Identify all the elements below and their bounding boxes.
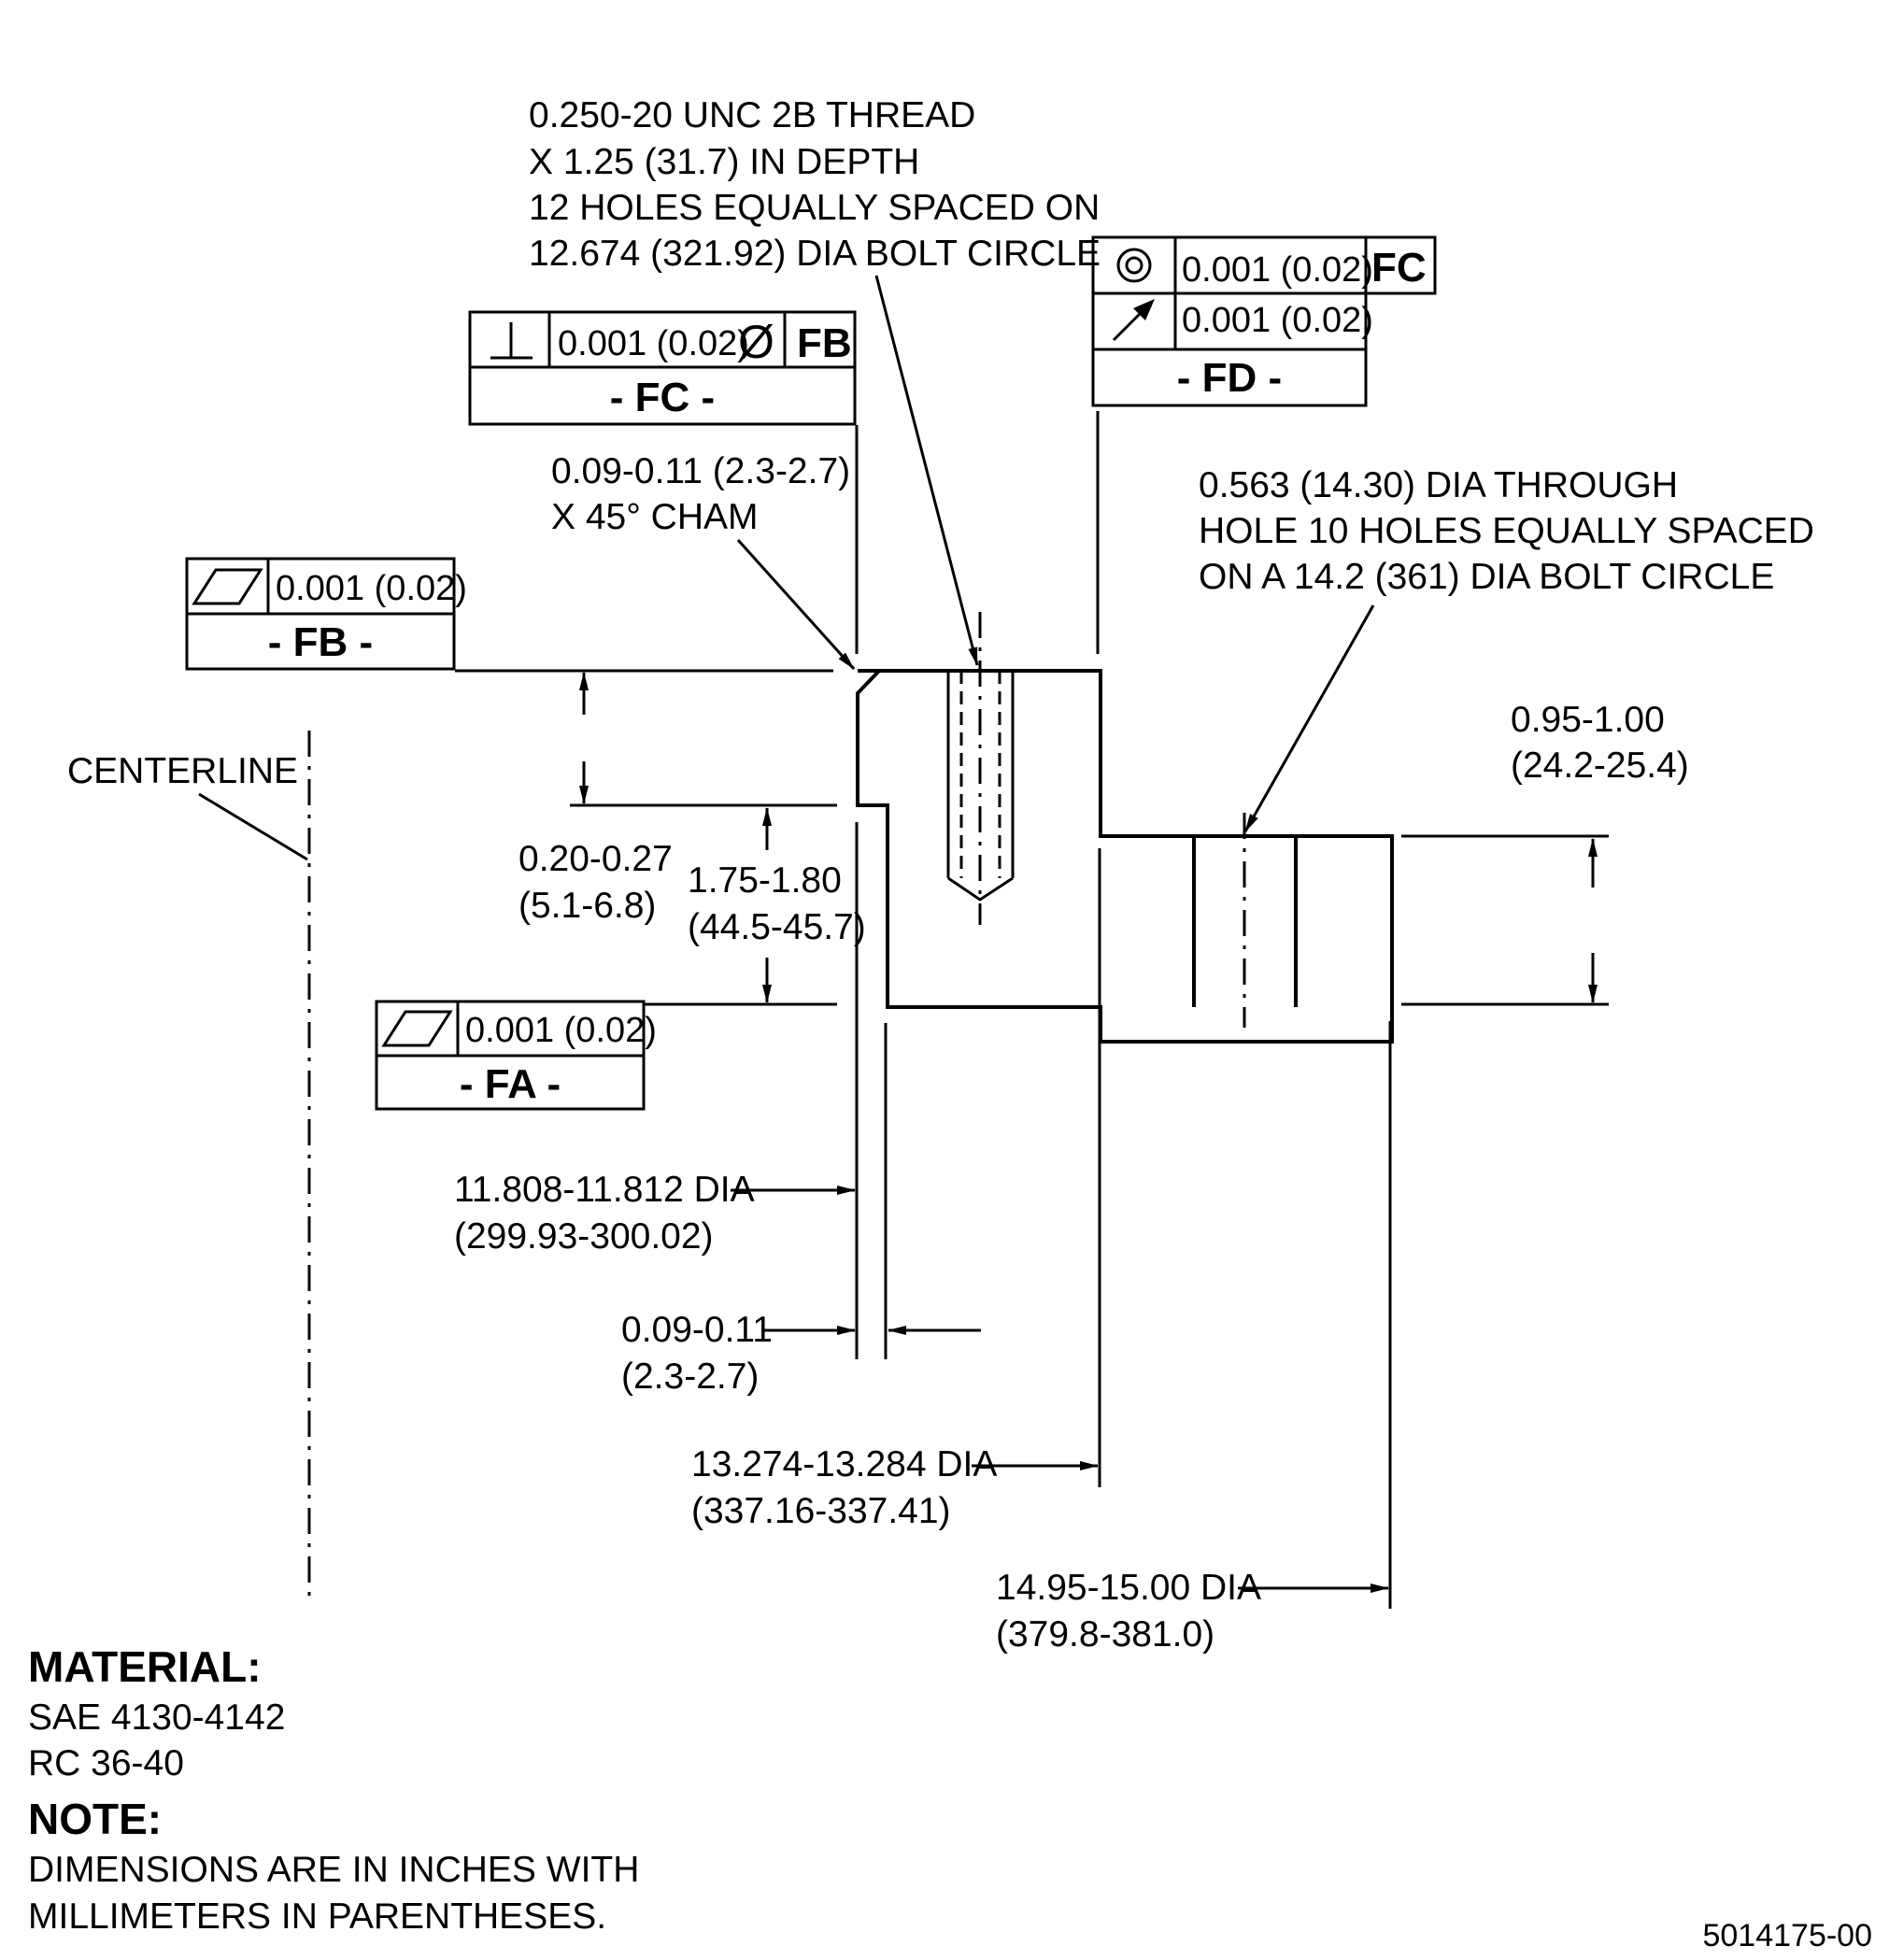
through-hole-callout-line-3: ON A 14.2 (361) DIA BOLT CIRCLE <box>1199 557 1774 597</box>
fcf-fb-tolerance: 0.001 (0.02) <box>276 569 467 608</box>
fcf-fa-tolerance: 0.001 (0.02) <box>465 1011 657 1050</box>
thread-callout-line-3: 12 HOLES EQUALLY SPACED ON <box>529 188 1100 228</box>
fcf-fc-datum-ref: FB <box>797 320 852 366</box>
flatness-icon <box>192 568 263 605</box>
leader-lines <box>736 275 1375 832</box>
perpendicularity-icon <box>490 322 533 360</box>
centerline-label: CENTERLINE <box>67 751 298 791</box>
pilot-width-value-in: 0.09-0.11 <box>621 1310 773 1350</box>
outer-dia-value-mm: (379.8-381.0) <box>996 1614 1214 1655</box>
fcf-fc-tolerance: 0.001 (0.02) <box>558 324 749 363</box>
dimension-arrows <box>579 672 1598 1593</box>
concentricity-icon <box>1116 248 1152 283</box>
outer-dia-value-in: 14.95-15.00 DIA <box>996 1568 1261 1608</box>
through-hole-callout: 0.563 (14.30) DIA THROUGH HOLE 10 HOLES … <box>1199 465 1814 597</box>
dimension-labels: 0.20-0.27 (5.1-6.8) 1.75-1.80 (44.5-45.7… <box>454 700 1689 1655</box>
centerline: CENTERLINE <box>67 731 311 1604</box>
through-hole-callout-line-2: HOLE 10 HOLES EQUALLY SPACED <box>1199 511 1814 551</box>
fcf-datum-fc: 0.001 (0.02) Ø FB - FC - <box>468 310 857 426</box>
flange-thickness-value-mm: (24.2-25.4) <box>1511 746 1689 786</box>
inner-dia-value-in: 11.808-11.812 DIA <box>454 1170 755 1210</box>
datum-fa-label: - FA - <box>460 1061 561 1107</box>
pilot-width-value-mm: (2.3-2.7) <box>621 1356 759 1397</box>
note-line-2: MILLIMETERS IN PARENTHESES. <box>28 1896 606 1937</box>
note-line-1: DIMENSIONS ARE IN INCHES WITH <box>28 1850 639 1890</box>
material-heading: MATERIAL: <box>28 1642 262 1691</box>
inner-dia-value-mm: (299.93-300.02) <box>454 1216 714 1257</box>
chamfer-callout-line-2: X 45° CHAM <box>551 497 759 537</box>
fcf-fd-row1-datum: FC <box>1371 245 1427 291</box>
chamfer-callout-line-1: 0.09-0.11 (2.3-2.7) <box>551 451 850 491</box>
through-hole-callout-line-1: 0.563 (14.30) DIA THROUGH <box>1199 465 1678 505</box>
fcf-fd-row2-tolerance: 0.001 (0.02) <box>1182 301 1373 340</box>
datum-fd-label: - FD - <box>1177 355 1282 401</box>
thread-callout-line-4: 12.674 (321.92) DIA BOLT CIRCLE <box>529 234 1101 274</box>
hub-dia-value-in: 13.274-13.284 DIA <box>691 1444 997 1484</box>
step-height-value-mm: (5.1-6.8) <box>518 886 656 926</box>
flatness-icon <box>381 1010 453 1047</box>
fcf-datum-fb: 0.001 (0.02) - FB - <box>185 557 467 671</box>
thread-callout: 0.250-20 UNC 2B THREAD X 1.25 (31.7) IN … <box>529 95 1101 274</box>
material-line-1: SAE 4130-4142 <box>28 1697 285 1738</box>
fcf-fd-row1-tolerance: 0.001 (0.02) <box>1182 250 1373 290</box>
diameter-modifier: Ø <box>738 316 774 368</box>
material-line-2: RC 36-40 <box>28 1743 184 1783</box>
datum-fc-label: - FC - <box>610 375 715 420</box>
fcf-datum-fa: 0.001 (0.02) - FA - <box>375 1000 657 1111</box>
runout-icon <box>1112 299 1155 342</box>
part-outline <box>856 612 1394 1044</box>
thread-callout-line-1: 0.250-20 UNC 2B THREAD <box>529 95 975 135</box>
flange-thickness-value-in: 0.95-1.00 <box>1511 700 1665 740</box>
fcf-datum-fd: 0.001 (0.02) FC 0.001 (0.02) - FD - <box>1091 235 1437 407</box>
extension-lines <box>455 411 1609 1609</box>
hub-height-value-in: 1.75-1.80 <box>688 860 842 901</box>
notes-block: MATERIAL: SAE 4130-4142 RC 36-40 NOTE: D… <box>28 1642 639 1937</box>
step-height-value-in: 0.20-0.27 <box>518 839 673 879</box>
datum-fb-label: - FB - <box>268 619 373 665</box>
note-heading: NOTE: <box>28 1795 162 1843</box>
chamfer-callout: 0.09-0.11 (2.3-2.7) X 45° CHAM <box>551 451 850 537</box>
hub-height-value-mm: (44.5-45.7) <box>688 907 866 947</box>
hub-dia-value-mm: (337.16-337.41) <box>691 1491 951 1531</box>
thread-callout-line-2: X 1.25 (31.7) IN DEPTH <box>529 142 919 182</box>
drawing-number: 5014175-00 <box>1702 1918 1872 1953</box>
